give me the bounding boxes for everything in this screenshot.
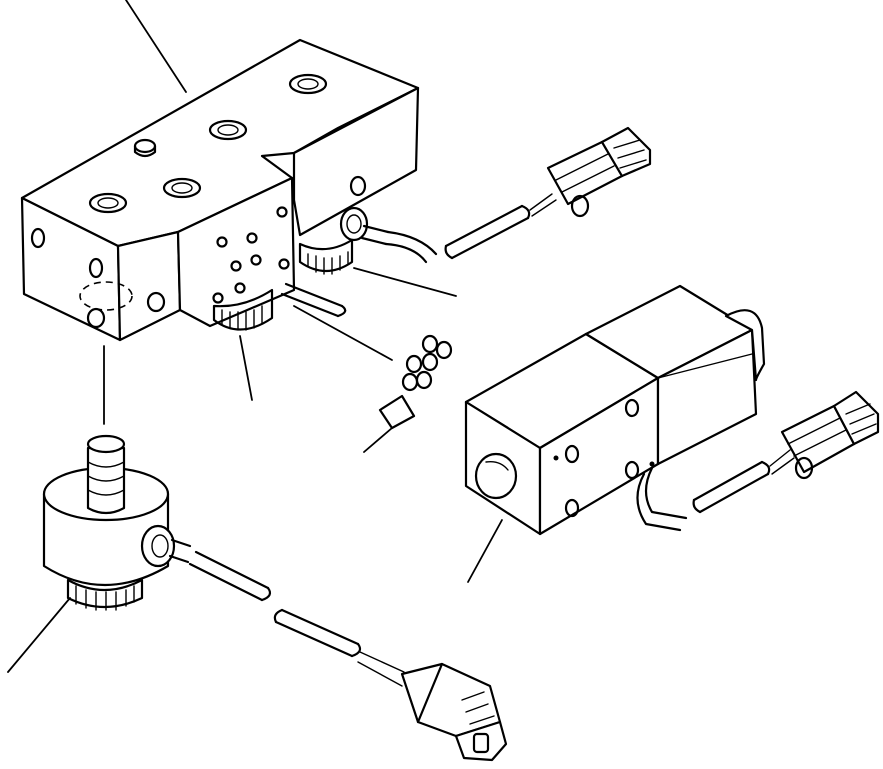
o-ring	[421, 334, 439, 354]
block-solenoid-body	[339, 206, 369, 242]
sensor-stem-top	[86, 434, 126, 454]
cable-sleeve-2-ends	[273, 608, 362, 658]
connector-wires	[357, 651, 405, 687]
coil-bevel	[657, 353, 753, 379]
port-hole-inner	[171, 182, 193, 194]
leader-line	[363, 427, 393, 453]
o-ring-set	[378, 334, 453, 430]
end-nut	[349, 175, 367, 197]
bolt-hole	[250, 254, 262, 266]
side-hole	[30, 227, 46, 249]
connector-wires	[769, 449, 795, 475]
indicator-dot	[649, 461, 655, 467]
valve-block-right-face	[176, 176, 296, 328]
valve-block	[20, 38, 420, 342]
dowel-pin-end	[336, 304, 347, 318]
sensor-side-nut	[140, 524, 176, 568]
port-hole-inner	[297, 78, 319, 90]
valve-block-step-face	[116, 230, 182, 342]
solenoid-valve-assembly	[464, 284, 766, 536]
connector-latch	[613, 139, 647, 169]
mount-hole	[624, 398, 640, 418]
hidden-port	[79, 281, 133, 311]
o-ring-bracket	[378, 394, 416, 430]
cable-sleeve	[444, 204, 530, 260]
bolt-hole	[278, 258, 290, 270]
lower-fitting-knurl	[221, 305, 263, 331]
top-plug-side	[133, 144, 157, 158]
leader-line	[7, 597, 71, 673]
block-solenoid	[339, 206, 438, 264]
leader-line	[239, 335, 253, 401]
o-ring	[421, 352, 439, 372]
mount-hole	[624, 460, 640, 480]
port-hole	[288, 73, 328, 95]
leader-lines	[7, 0, 503, 673]
sensor-cable-stem	[168, 538, 192, 564]
bolt-hole	[212, 292, 224, 304]
indicator-dot	[553, 455, 559, 461]
bolt-hole	[276, 206, 288, 218]
side-plug	[146, 291, 166, 313]
o-ring	[401, 372, 419, 392]
sensor-side-nut-inner	[151, 534, 169, 558]
connector-ribs	[461, 691, 495, 725]
lower-fitting	[212, 288, 274, 331]
coil-end-cap	[724, 309, 766, 382]
mount-hole	[564, 498, 580, 518]
lower-connector	[188, 550, 508, 762]
knurl-lines	[75, 585, 135, 611]
side-hole	[88, 257, 104, 279]
port-hole	[162, 177, 202, 199]
cable-sleeve-2	[274, 608, 360, 658]
connector-wires	[529, 193, 557, 217]
bolt-hole	[216, 236, 228, 248]
bolt-hole	[234, 282, 246, 294]
connector-latch	[845, 403, 877, 435]
bolt-hole	[230, 260, 242, 272]
block-cable	[384, 230, 438, 264]
port-hole	[88, 192, 128, 214]
right-connector	[692, 390, 880, 514]
top-solenoid-connector	[444, 126, 652, 260]
mount-hole	[564, 444, 580, 464]
connector-latch	[472, 732, 490, 754]
block-solenoid-core	[346, 214, 362, 234]
leader-line	[125, 0, 187, 93]
cable-sleeve-ends	[444, 204, 531, 260]
connector-front	[454, 720, 508, 762]
sensor-valve	[42, 434, 192, 611]
bolt-hole	[246, 232, 258, 244]
leader-line	[467, 519, 503, 583]
connector-clip	[794, 456, 814, 480]
override-knob-highlight	[485, 460, 509, 471]
sensor-stem-grooves	[87, 461, 125, 496]
o-ring	[415, 370, 433, 390]
connector-clip	[570, 194, 590, 218]
valve-block-end-face	[292, 86, 420, 237]
leader-line	[293, 305, 393, 361]
cable-sleeve-1	[188, 550, 270, 602]
o-ring	[435, 340, 453, 360]
connector-ribs	[555, 153, 615, 193]
port-hole-inner	[217, 124, 239, 136]
leader-line	[353, 267, 457, 297]
connector-ribs	[787, 417, 847, 457]
override-knob	[474, 452, 518, 500]
o-ring	[405, 354, 423, 374]
end-fitting-knurl	[307, 251, 349, 275]
coil-side-face	[656, 328, 758, 466]
dowel-pin	[280, 282, 344, 318]
port-hole-inner	[97, 197, 119, 209]
solenoid-cable	[636, 466, 688, 532]
cable-sleeve	[692, 460, 770, 514]
port-hole	[208, 119, 248, 141]
cable-sleeve-ends	[692, 460, 771, 514]
block-solenoid-stem	[360, 224, 390, 246]
cable-sleeve-1-end	[260, 586, 272, 602]
